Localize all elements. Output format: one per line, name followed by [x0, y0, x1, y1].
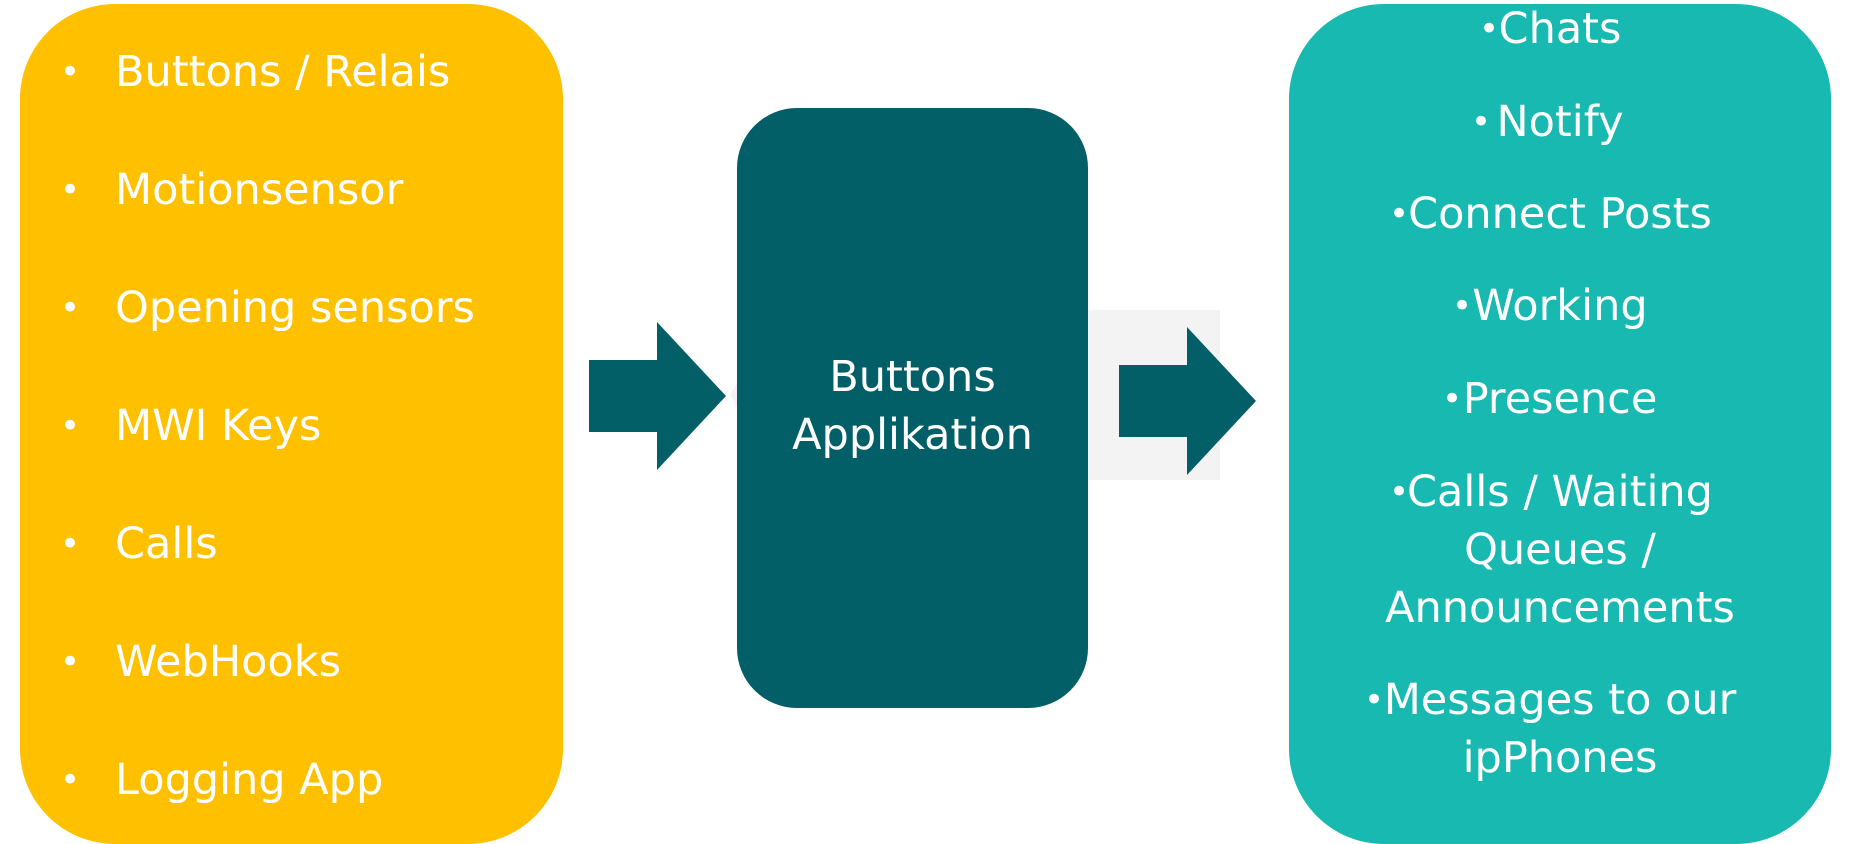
- application-title: Buttons Applikation: [792, 352, 1033, 460]
- output-targets-box: •Chats •Notify •Connect Posts •Working •…: [1289, 4, 1831, 844]
- list-item: •Calls: [60, 519, 218, 569]
- list-item: •Notify: [1471, 97, 1624, 147]
- list-item: •WebHooks: [60, 637, 342, 687]
- list-item: •Working: [1452, 281, 1648, 331]
- list-item: • Messages to our ipPhones: [1364, 675, 1737, 783]
- application-box: Buttons Applikation: [737, 108, 1088, 708]
- list-item: • Calls / Waiting Queues / Announcements: [1385, 467, 1735, 633]
- list-item: •Chats: [1479, 4, 1622, 54]
- arrow-right-icon: [1119, 327, 1256, 475]
- list-item: •Buttons / Relais: [60, 47, 451, 97]
- arrow-right-icon: [589, 322, 726, 470]
- list-item: •Logging App: [60, 755, 384, 805]
- list-item: •Presence: [1442, 374, 1658, 424]
- list-item: •MWI Keys: [60, 401, 322, 451]
- input-sources-box: •Buttons / Relais •Motionsensor •Opening…: [20, 4, 563, 844]
- list-item: •Connect Posts: [1389, 189, 1712, 239]
- list-item: •Motionsensor: [60, 165, 404, 215]
- list-item: •Opening sensors: [60, 283, 475, 333]
